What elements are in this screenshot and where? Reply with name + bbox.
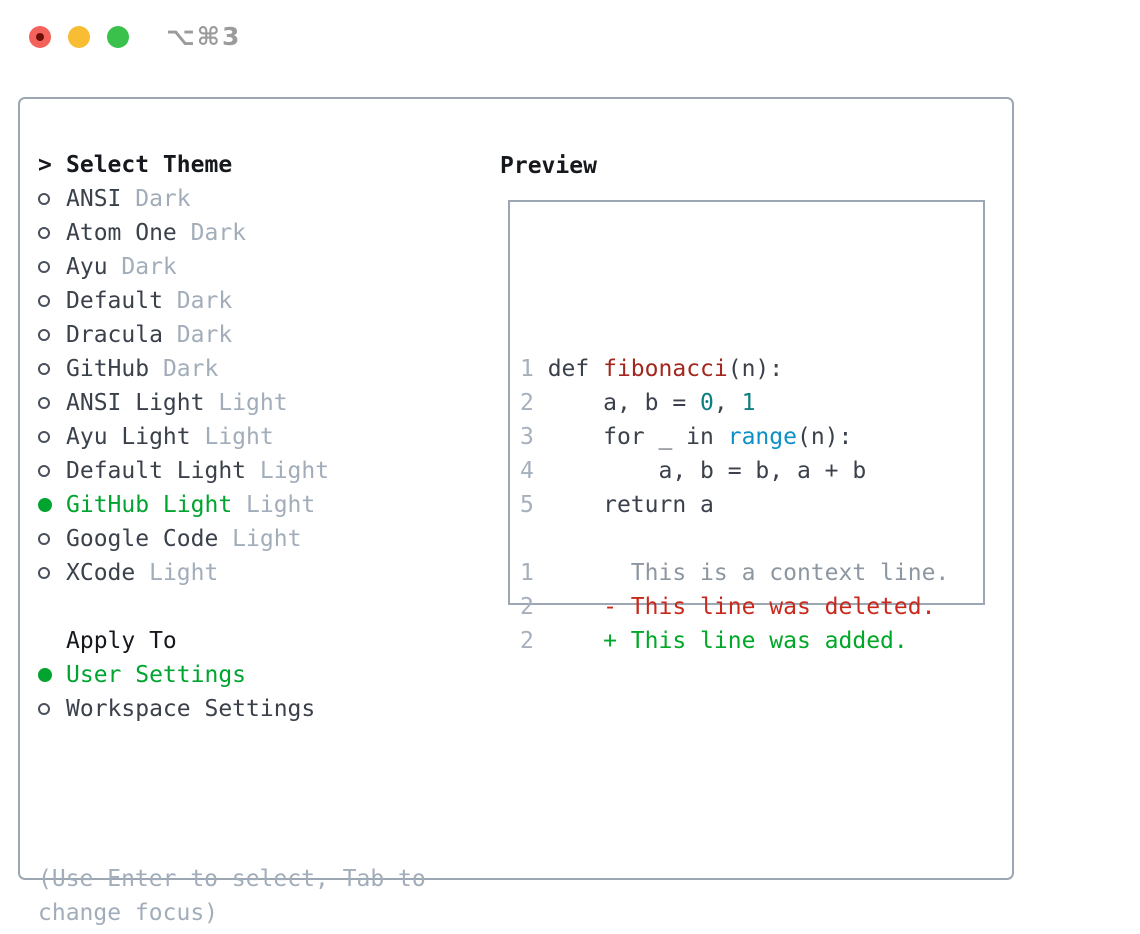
code-line: 1 This is a context line. (520, 560, 950, 586)
theme-variant-label: Light (135, 560, 219, 586)
theme-variant-label: Light (190, 424, 274, 450)
theme-option-ansi-light[interactable]: ANSI Light Light (38, 386, 329, 420)
help-text: (Use Enter to select, Tab to change focus… (38, 760, 426, 930)
theme-variant-label: Light (204, 390, 288, 416)
radio-icon (38, 261, 50, 273)
close-button[interactable] (29, 26, 51, 48)
theme-option-label: Default Light (66, 458, 247, 484)
radio-icon (38, 703, 50, 715)
theme-option-dracula[interactable]: Dracula Dark (38, 318, 329, 352)
apply-to-header: Apply To (38, 624, 315, 658)
radio-icon (38, 567, 50, 579)
minimize-button[interactable] (68, 26, 90, 48)
theme-option-label: XCode (66, 560, 136, 586)
radio-icon (38, 227, 50, 239)
theme-option-label: Google Code (66, 526, 219, 552)
theme-variant-label: Dark (176, 220, 247, 246)
theme-option-github[interactable]: GitHub Dark (38, 352, 329, 386)
theme-option-label: Atom One (66, 220, 177, 246)
preview-title: Preview (500, 153, 597, 179)
theme-option-label: Ayu Light (66, 424, 191, 450)
theme-option-default[interactable]: Default Dark (38, 284, 329, 318)
help-line: change focus) (38, 900, 219, 926)
radio-icon (38, 397, 50, 409)
theme-option-label: GitHub (66, 356, 150, 382)
help-line: (Use Enter to select, Tab to (38, 866, 426, 892)
titlebar: ⌥⌘3 (0, 0, 1140, 72)
radio-selected-icon (38, 668, 52, 682)
radio-icon (38, 431, 50, 443)
apply-option-workspace-settings[interactable]: Workspace Settings (38, 692, 315, 726)
code-line: 4 a, b = b, a + b (520, 458, 867, 484)
theme-variant-label: Light (232, 492, 316, 518)
prompt-icon: > (38, 152, 52, 178)
theme-variant-label: Dark (149, 356, 219, 382)
theme-variant-label: Dark (162, 288, 233, 314)
theme-option-label: ANSI (66, 186, 122, 212)
preview-code: 1 def fibonacci(n): 2 a, b = 0, 1 3 for _ … (520, 250, 949, 658)
theme-option-github-light[interactable]: GitHub Light Light (38, 488, 329, 522)
theme-option-label: Dracula (66, 322, 163, 348)
radio-icon (38, 193, 50, 205)
theme-option-default-light[interactable]: Default Light Light (38, 454, 329, 488)
theme-variant-label: Light (246, 458, 330, 484)
theme-option-label: Default (66, 288, 163, 314)
preview-box: 1 def fibonacci(n): 2 a, b = 0, 1 3 for _ … (508, 200, 985, 654)
radio-icon (38, 533, 50, 545)
apply-option-label: Workspace Settings (66, 696, 316, 722)
theme-option-label: ANSI Light (66, 390, 205, 416)
theme-option-label: GitHub Light (66, 492, 233, 518)
theme-option-xcode[interactable]: XCode Light (38, 556, 329, 590)
select-theme-title: Select Theme (66, 152, 233, 178)
select-theme-header: > Select Theme (38, 148, 329, 182)
theme-option-ansi[interactable]: ANSI Dark (38, 182, 329, 216)
theme-variant-label: Dark (162, 322, 233, 348)
theme-variant-label: Light (218, 526, 302, 552)
radio-icon (38, 465, 50, 477)
theme-option-google-code[interactable]: Google Code Light (38, 522, 329, 556)
code-line: 5 return a (520, 492, 714, 518)
code-line: 2 + This line was added. (520, 628, 908, 654)
code-line: 1 def fibonacci(n): (520, 356, 784, 382)
code-line: 3 for _ in range(n): (520, 424, 853, 450)
theme-option-ayu-light[interactable]: Ayu Light Light (38, 420, 329, 454)
radio-selected-icon (38, 498, 52, 512)
window-title: ⌥⌘3 (166, 22, 242, 51)
apply-option-label: User Settings (66, 662, 247, 688)
radio-icon (38, 363, 50, 375)
theme-option-ayu[interactable]: Ayu Dark (38, 250, 329, 284)
theme-option-atom-one[interactable]: Atom One Dark (38, 216, 329, 250)
radio-icon (38, 295, 50, 307)
theme-variant-label: Dark (121, 186, 191, 212)
radio-icon (38, 329, 50, 341)
theme-option-label: Ayu (66, 254, 108, 280)
code-line: 2 - This line was deleted. (520, 594, 936, 620)
code-line: 2 a, b = 0, 1 (520, 390, 756, 416)
apply-option-user-settings[interactable]: User Settings (38, 658, 315, 692)
close-dot-icon (36, 33, 44, 41)
code-line (520, 522, 949, 556)
zoom-button[interactable] (107, 26, 129, 48)
apply-to-title: Apply To (66, 628, 177, 654)
theme-variant-label: Dark (107, 254, 177, 280)
